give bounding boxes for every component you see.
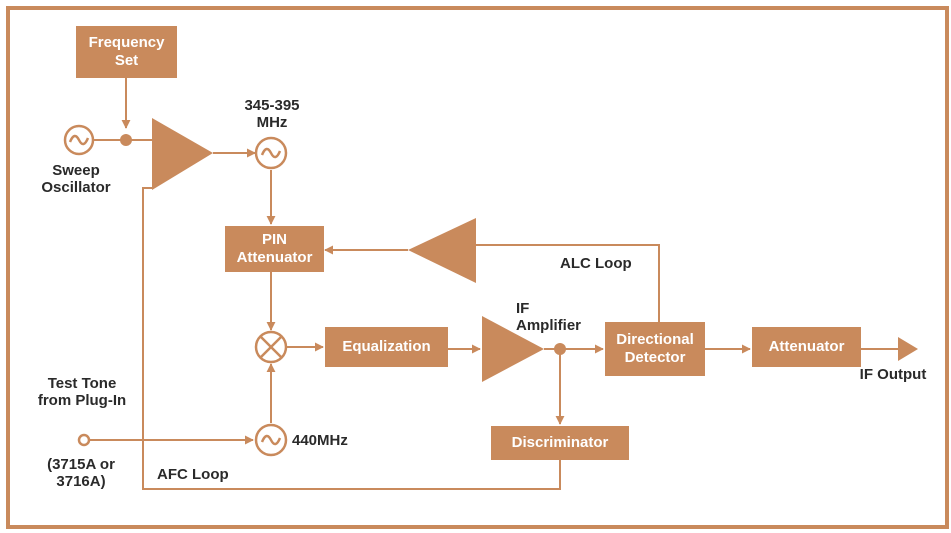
osc-440-label: 440MHz — [292, 432, 348, 449]
directional-detector-block: Directional Detector — [605, 322, 705, 376]
alc-amplifier-icon — [408, 218, 476, 283]
if-amplifier-label: IF Amplifier — [516, 300, 582, 334]
diagram-frame — [6, 6, 949, 529]
attenuator-block: Attenuator — [752, 327, 861, 367]
afc-loop-label: AFC Loop — [157, 466, 229, 483]
if-output-arrow-icon — [898, 337, 918, 361]
mixer-icon — [254, 330, 288, 364]
test-tone-label: Test Tone from Plug-In — [37, 375, 127, 409]
osc-440-icon — [254, 423, 288, 457]
freq-junction-dot-icon — [120, 134, 132, 146]
pin-attenuator-block: PIN Attenuator — [225, 226, 324, 272]
test-tone-input-terminal-icon — [77, 433, 91, 447]
equalization-block: Equalization — [325, 327, 448, 367]
if-junction-dot-icon — [554, 343, 566, 355]
afc-loop-line — [142, 187, 561, 490]
frequency-set-block: Frequency Set — [76, 26, 177, 78]
sweep-oscillator-icon — [63, 124, 95, 156]
sweep-oscillator-label: Sweep Oscillator — [41, 162, 111, 196]
alc-loop-line — [476, 244, 660, 322]
osc-345-395-label: 345-395 MHz — [244, 97, 300, 131]
alc-loop-label: ALC Loop — [560, 255, 632, 272]
if-amplifier-icon — [482, 316, 544, 382]
vco-driver-amplifier-icon — [152, 118, 213, 190]
osc-345-395-icon — [254, 136, 288, 170]
if-output-label: IF Output — [859, 366, 927, 383]
plugin-models-label: (3715A or 3716A) — [47, 456, 115, 490]
discriminator-block: Discriminator — [491, 426, 629, 460]
